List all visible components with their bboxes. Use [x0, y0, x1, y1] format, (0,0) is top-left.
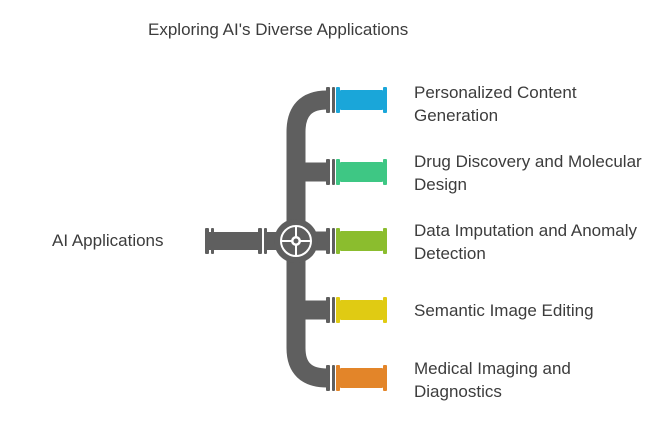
branch-flange	[332, 228, 335, 254]
branch-flange	[326, 365, 330, 391]
branch-flange	[332, 365, 335, 391]
valve-hub-icon	[274, 219, 318, 263]
branch-flange	[332, 159, 335, 185]
diagram-title: Exploring AI's Diverse Applications	[148, 20, 409, 39]
branch-label-1: Personalized Content Generation	[414, 83, 577, 125]
branch-flange	[332, 87, 335, 113]
branch-color-flange	[336, 365, 340, 391]
branch-pipe-4	[326, 297, 387, 323]
branch-color-flange	[336, 228, 340, 254]
branch-color-flange	[383, 87, 387, 113]
branch-color-flange	[336, 297, 340, 323]
branch-label-5: Medical Imaging and Diagnostics	[414, 359, 571, 401]
branch-color-segment	[340, 162, 383, 182]
branch-flange	[326, 87, 330, 113]
branch-color-flange	[383, 297, 387, 323]
branch-pipe-2	[326, 159, 387, 185]
branch-pipe-5	[326, 365, 387, 391]
branch-label-2: Drug Discovery and Molecular Design	[414, 152, 642, 194]
branch-label-4: Semantic Image Editing	[414, 301, 594, 320]
branch-color-segment	[340, 368, 383, 388]
branch-color-flange	[383, 159, 387, 185]
branch-pipe-3	[326, 228, 387, 254]
root-label: AI Applications	[52, 231, 164, 250]
branch-label-3: Data Imputation and Anomaly Detection	[414, 221, 638, 263]
branch-color-segment	[340, 300, 383, 320]
branch-color-segment	[340, 90, 383, 110]
branch-flange	[332, 297, 335, 323]
branch-flange	[326, 228, 330, 254]
branch-color-segment	[340, 231, 383, 251]
input-pipe	[205, 228, 279, 254]
branch-color-flange	[383, 228, 387, 254]
branch-color-flange	[383, 365, 387, 391]
branch-color-flange	[336, 159, 340, 185]
branch-flange	[326, 297, 330, 323]
branch-color-flange	[336, 87, 340, 113]
branch-flange	[326, 159, 330, 185]
branch-pipe-1	[326, 87, 387, 113]
